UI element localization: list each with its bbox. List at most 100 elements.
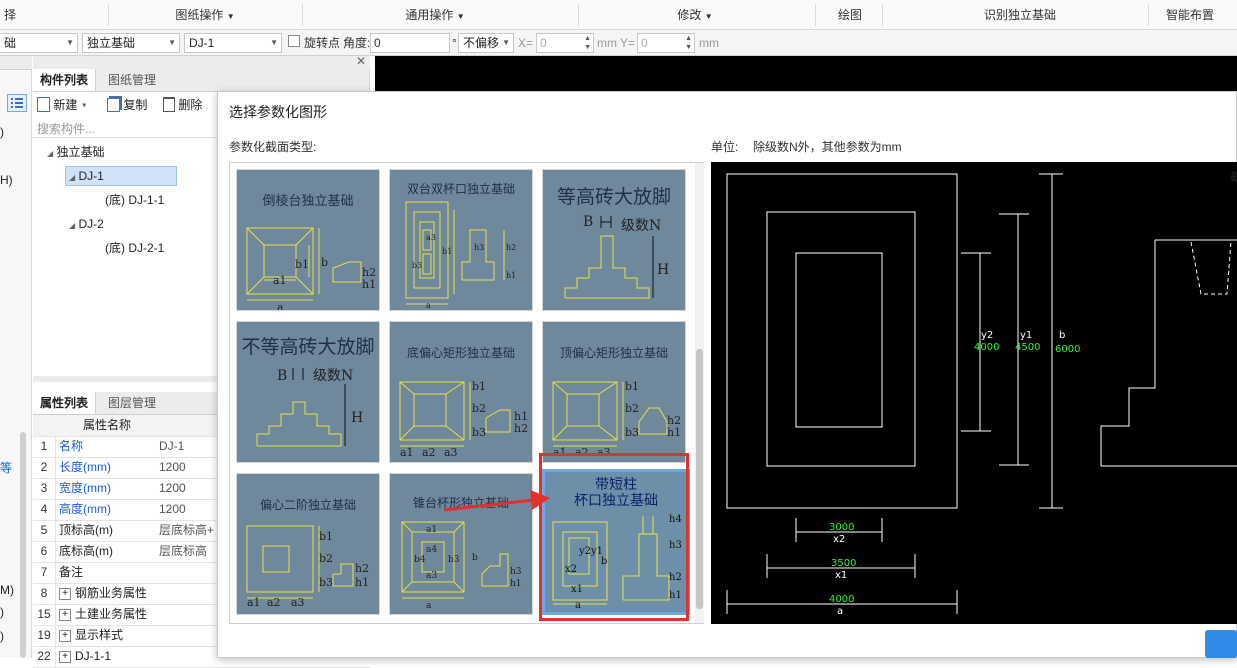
new-doc-icon xyxy=(37,97,50,112)
tree-item-foundation[interactable]: ◢ 独立基础 xyxy=(47,145,105,159)
double-cup-diagram: a a3 b3 b1 h3 h2 h1 xyxy=(405,201,516,310)
list-view-icon[interactable] xyxy=(7,94,27,112)
ribbon-group-drawing-ops[interactable]: 图纸操作 ▼ xyxy=(175,8,235,22)
bottom-eccentric-diagram: a1 a2 a3 b1 b2 b3 h1 h2 xyxy=(399,380,528,459)
label-a4: a4 xyxy=(426,545,437,555)
tree-item-dj-1[interactable]: ◢ DJ-1 xyxy=(69,169,104,183)
rotate-point-checkbox[interactable] xyxy=(288,35,300,47)
property-value[interactable]: DJ-1 xyxy=(159,439,185,453)
thumb-double-cup[interactable]: 双台双杯口独立基础 a a3 b3 b1 h3 h2 h1 xyxy=(389,169,533,311)
equal-brick-diagram: B 级数N H xyxy=(564,214,669,299)
property-value[interactable]: 层底标高+ xyxy=(159,523,215,537)
expand-icon[interactable]: + xyxy=(59,608,71,621)
y-offset-input[interactable]: 0▲▼ xyxy=(637,33,695,53)
tab-drawing-manager[interactable]: 图纸管理 xyxy=(108,73,157,87)
thumb-unequal-brick-footing[interactable]: 不等高砖大放脚 B 级数N H xyxy=(236,321,380,463)
spinner-icon[interactable]: ▲▼ xyxy=(685,35,692,51)
x-offset-input[interactable]: 0▲▼ xyxy=(536,33,594,53)
unequal-brick-diagram: B 级数N H xyxy=(256,368,363,447)
property-name: +DJ-1-1 xyxy=(59,646,153,667)
property-value[interactable]: 1200 xyxy=(159,460,186,474)
scrollbar[interactable] xyxy=(20,432,26,658)
label-h2: h2 xyxy=(667,414,681,427)
close-icon[interactable]: ✕ xyxy=(355,54,366,68)
thumb-inverted-frustum[interactable]: 倒棱台独立基础 a a1 b1 b h2 h1 xyxy=(236,169,380,311)
tree-item-dj-1-1[interactable]: (底) DJ-1-1 xyxy=(105,193,165,207)
tab-properties[interactable]: 属性列表 xyxy=(33,392,97,414)
offset-select[interactable]: 不偏移▼ xyxy=(458,33,514,53)
preview-x1-value: 3500 xyxy=(831,558,856,569)
copy-button[interactable]: 复制 xyxy=(107,96,147,116)
tree-item-dj-2[interactable]: ◢ DJ-2 xyxy=(69,217,104,231)
property-name: 底标高(m) xyxy=(59,541,153,562)
degree-symbol: ° xyxy=(452,36,457,50)
label-x2: x2 xyxy=(565,564,577,575)
thumb-top-eccentric[interactable]: 顶偏心矩形独立基础 a1 a2 a3 b1 b2 b3 h2 h1 xyxy=(542,321,686,463)
ribbon-group-modify[interactable]: 修改 ▼ xyxy=(677,8,713,22)
ribbon-group-draw[interactable]: 绘图 xyxy=(837,8,862,22)
table-row[interactable]: 8+钢筋业务属性 xyxy=(33,583,370,605)
spinner-icon[interactable]: ▲▼ xyxy=(584,35,591,51)
expand-icon[interactable]: + xyxy=(59,587,71,600)
type-select[interactable]: 独立基础▼ xyxy=(82,33,180,53)
thumb-equal-brick-footing[interactable]: 等高砖大放脚 B 级数N H xyxy=(542,169,686,311)
property-value[interactable]: 1200 xyxy=(159,481,186,495)
thumb-bottom-eccentric[interactable]: 底偏心矩形独立基础 a1 a2 a3 b1 b2 b3 h1 h2 xyxy=(389,321,533,463)
thumb-short-column-cup[interactable]: 带短柱 杯口独立基础 a x1 x2 y2 y1 b h4 h3 xyxy=(542,469,690,615)
label-h1: h1 xyxy=(510,579,522,589)
table-row[interactable]: 15+土建业务属性 xyxy=(33,604,370,626)
drawing-canvas[interactable] xyxy=(375,56,1237,92)
grid-scrollbar[interactable] xyxy=(695,163,704,623)
scroll-thumb[interactable] xyxy=(696,349,703,609)
red-arrow-icon xyxy=(443,490,550,512)
chevron-down-icon: ▼ xyxy=(502,38,510,47)
label-y1: y1 xyxy=(590,546,603,557)
label-h2: h2 xyxy=(355,562,369,575)
delete-button[interactable]: 删除 xyxy=(163,96,202,116)
row-number: 15 xyxy=(33,604,56,625)
property-value[interactable]: 层底标高 xyxy=(159,544,208,558)
property-name: 名称 xyxy=(59,436,153,457)
tab-component-list[interactable]: 构件列表 xyxy=(33,69,97,91)
table-row[interactable]: 19+显示样式 xyxy=(33,625,370,647)
new-button[interactable]: 新建 ▼ xyxy=(37,96,88,116)
ribbon-group-general-ops[interactable]: 通用操作 ▼ xyxy=(405,8,465,22)
component-select[interactable]: DJ-1▼ xyxy=(184,33,282,53)
property-name-text: 钢筋业务属性 xyxy=(75,586,148,600)
expand-icon[interactable]: + xyxy=(59,650,71,663)
param-shape-dialog: 选择参数化图形 参数化截面类型: 单位: 除级数N外，其他参数为mm 倒棱台独立… xyxy=(217,91,1237,658)
thumb-cone-cup[interactable]: 锥台杯形独立基础 a a1 a4 a3 b4 b3 b h3 h xyxy=(389,473,533,615)
tree-item-dj-2-1[interactable]: (底) DJ-2-1 xyxy=(105,241,165,255)
chevron-down-icon: ▼ xyxy=(270,38,278,47)
property-value[interactable]: 1200 xyxy=(159,502,186,516)
y-label: Y= xyxy=(620,36,636,50)
splitter[interactable] xyxy=(33,376,370,382)
ribbon-group-recognize[interactable]: 识别独立基础 xyxy=(983,8,1056,22)
property-name-text: 顶标高(m) xyxy=(59,523,113,537)
thumb-eccentric-two-step[interactable]: 偏心二阶独立基础 a1 a2 a3 b1 b2 b3 h2 h1 xyxy=(236,473,380,615)
rotate-point-label: 旋转点 xyxy=(304,36,341,50)
property-name: +显示样式 xyxy=(59,625,153,646)
ribbon-group-smart-layout[interactable]: 智能布置 xyxy=(1165,8,1214,22)
x-label: X= xyxy=(518,36,534,50)
tab-layer-manager[interactable]: 图层管理 xyxy=(108,396,157,410)
ok-button[interactable] xyxy=(1205,630,1237,658)
category-select[interactable]: 础▼ xyxy=(0,33,78,53)
search-input[interactable]: 搜索构件... xyxy=(37,122,96,136)
edge-text: 截 xyxy=(1230,170,1237,184)
ribbon-group-select[interactable]: 择 xyxy=(3,8,16,22)
angle-input[interactable]: 0 xyxy=(370,33,450,53)
unit-note: 除级数N外，其他参数为mm xyxy=(753,140,902,154)
preview-y1-value: 4500 xyxy=(1015,342,1040,353)
expand-icon[interactable]: + xyxy=(59,629,71,642)
ribbon-separator xyxy=(108,4,109,26)
y-unit: mm xyxy=(699,36,719,50)
label-b: b xyxy=(321,256,328,269)
